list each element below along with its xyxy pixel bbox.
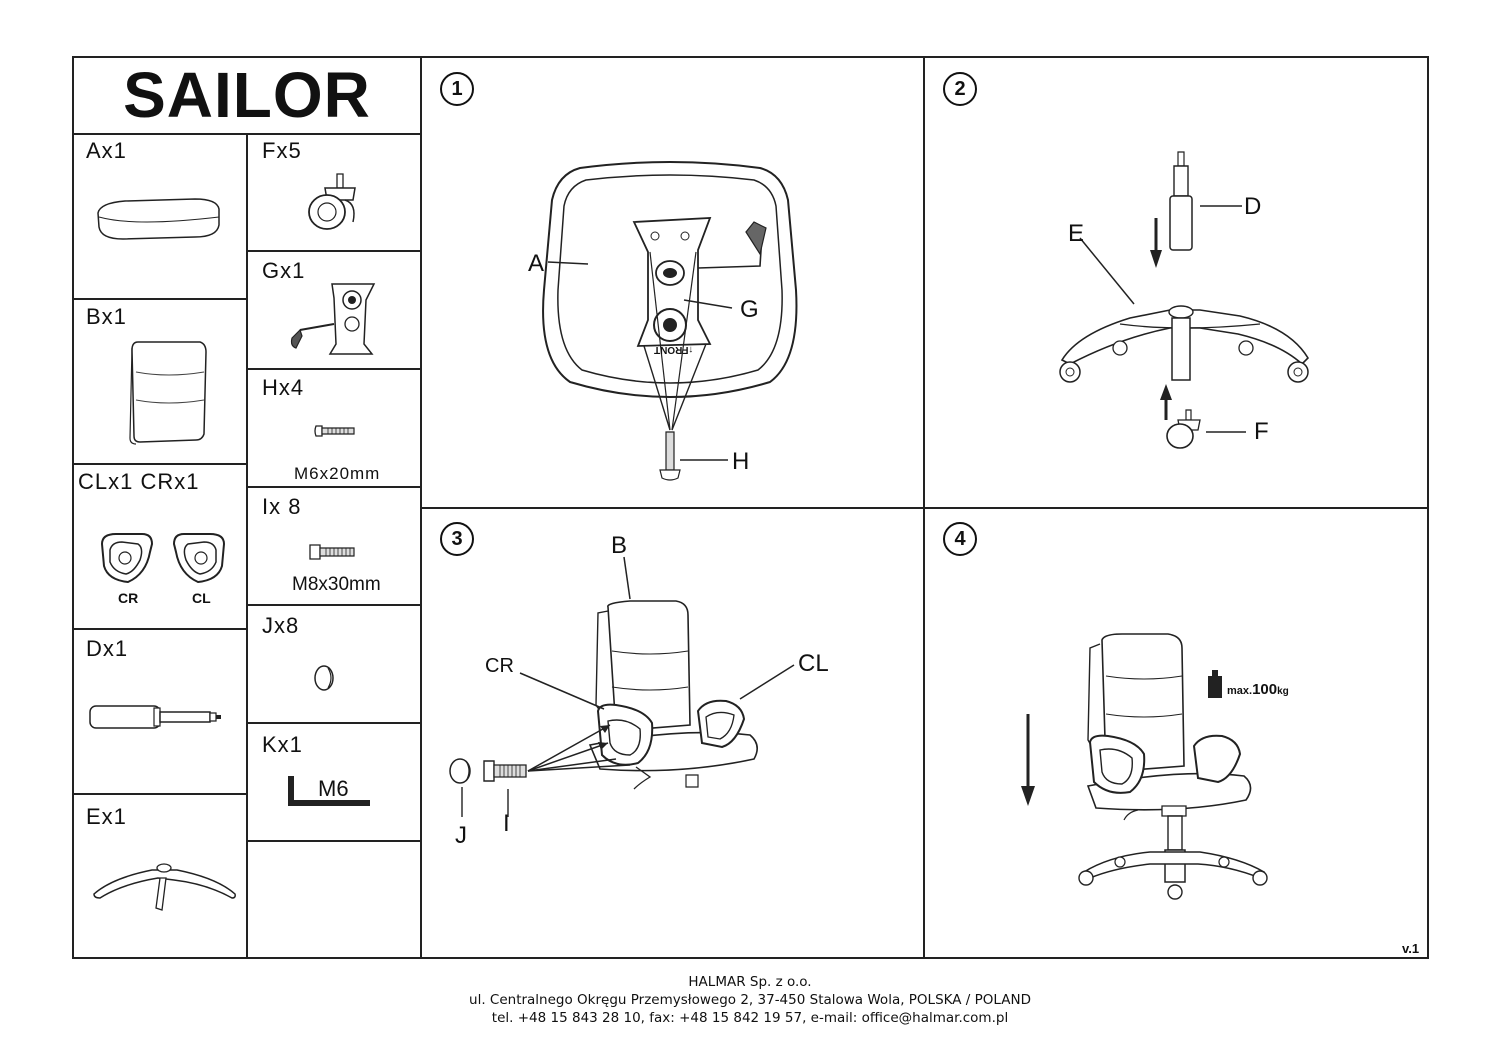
armrest-cl-label: CL: [192, 590, 211, 606]
divider: [72, 793, 247, 795]
front-marker: ↑FRONT: [654, 344, 694, 355]
part-label-b: Bx1: [86, 304, 127, 329]
part-label-k: Kx1: [262, 732, 303, 757]
allen-key-illustration: [288, 776, 370, 806]
step-2-number: 2: [943, 72, 977, 106]
callout-j: J: [455, 822, 467, 849]
divider: [72, 463, 247, 465]
callout-h: H: [732, 448, 750, 475]
divider: [72, 298, 247, 300]
part-label-d: Dx1: [86, 636, 129, 661]
armrest-cl-illustration: [170, 530, 228, 586]
part-label-j: Jx8: [262, 613, 300, 638]
part-label-e: Ex1: [86, 804, 127, 829]
callout-f: F: [1254, 418, 1269, 445]
step-1-number: 1: [440, 72, 474, 106]
footer-address: ul. Centralnego Okręgu Przemysłowego 2, …: [469, 992, 1031, 1008]
callout-i: I: [503, 810, 510, 837]
step-4-number: 4: [943, 522, 977, 556]
bolt-h-size: M6x20mm: [294, 464, 381, 483]
divider: [246, 368, 421, 370]
part-label-clcr: CLx1 CRx1: [78, 469, 200, 494]
divider: [246, 134, 248, 959]
bolt-i-size: M8x30mm: [292, 574, 381, 595]
part-label-h: Hx4: [262, 375, 305, 400]
step-2-base-diagram: [1050, 148, 1320, 458]
footer-contact: tel. +48 15 843 28 10, fax: +48 15 842 1…: [491, 1010, 1009, 1026]
part-label-f: Fx5: [262, 138, 302, 163]
seat-cushion-illustration: [95, 195, 225, 245]
divider: [246, 486, 421, 488]
callout-e: E: [1068, 220, 1085, 247]
cap-illustration: [312, 664, 336, 692]
step-1-seat-bottom-diagram: [520, 160, 820, 490]
divider: [246, 840, 421, 842]
part-label-i: Ix 8: [262, 494, 302, 519]
product-title: SAILOR: [123, 59, 371, 131]
footer-company: HALMAR Sp. z o.o.: [688, 974, 812, 990]
divider: [246, 604, 421, 606]
callout-cl: CL: [798, 650, 829, 677]
star-base-illustration: [92, 858, 237, 913]
callout-cr: CR: [485, 655, 514, 677]
step-3-number: 3: [440, 522, 474, 556]
part-label-a: Ax1: [86, 138, 127, 163]
gas-lift-illustration: [88, 702, 221, 732]
callout-d: D: [1244, 193, 1262, 220]
step-4-assembled-chair-diagram: [1021, 620, 1300, 910]
bolt-h-illustration: [314, 422, 356, 440]
allen-key-size: M6: [318, 776, 349, 801]
seat-mechanism-illustration: [282, 280, 382, 360]
bolt-i-illustration: [308, 542, 356, 562]
armrest-cr-label: CR: [118, 590, 139, 606]
backrest-illustration: [128, 338, 208, 448]
callout-g: G: [740, 296, 759, 323]
callout-a: A: [528, 250, 545, 277]
divider: [246, 722, 421, 724]
caster-wheel-illustration: [305, 172, 361, 232]
callout-b: B: [611, 532, 628, 559]
divider: [72, 628, 247, 630]
max-load-label: max.100kg: [1227, 681, 1289, 698]
divider: [246, 250, 421, 252]
divider: [420, 507, 1429, 509]
step-3-armrest-diagram: [440, 555, 860, 855]
version-label: v.1: [1402, 941, 1420, 956]
divider: [72, 133, 422, 135]
armrest-cr-illustration: [98, 530, 156, 586]
part-label-g: Gx1: [262, 258, 306, 283]
